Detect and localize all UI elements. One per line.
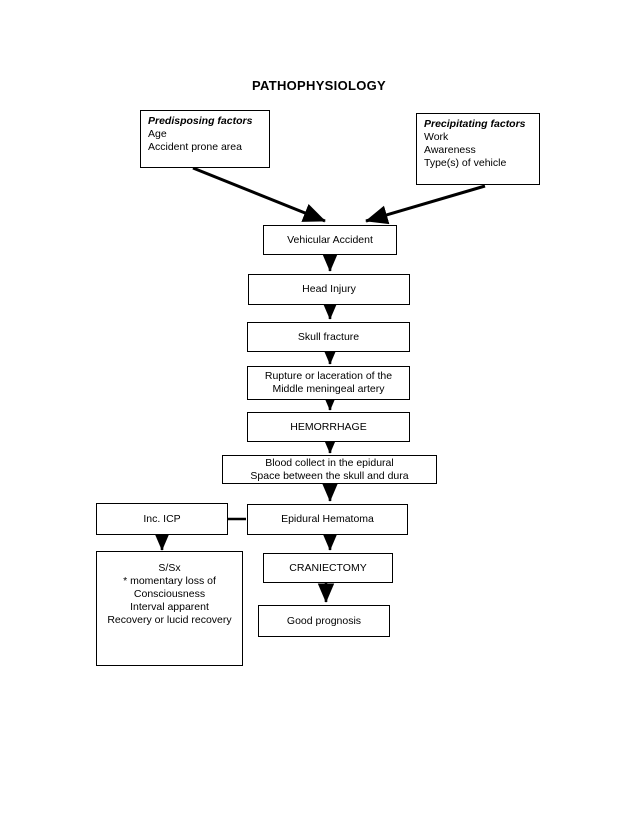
blood-collect-line-2: Space between the skull and dura — [250, 469, 409, 482]
node-inc-icp: Inc. ICP — [96, 503, 228, 535]
inc-icp-label: Inc. ICP — [143, 512, 181, 525]
rupture-line-2: Middle meningeal artery — [272, 383, 385, 395]
hemorrhage-label: HEMORRHAGE — [290, 420, 367, 433]
ssx-line-5: Recovery or lucid recovery — [107, 614, 232, 626]
node-hemorrhage: HEMORRHAGE — [247, 412, 410, 442]
edge-precipitating-to-accident — [365, 184, 486, 225]
ssx-line-3: Consciousness — [133, 588, 206, 600]
node-good-prognosis: Good prognosis — [258, 605, 390, 637]
predisposing-line-1: Age — [148, 128, 167, 140]
vehicular-accident-label: Vehicular Accident — [287, 233, 373, 246]
node-rupture-laceration: Rupture or laceration of the Middle meni… — [247, 366, 410, 400]
rupture-line-1: Rupture or laceration of the — [264, 370, 393, 382]
node-craniectomy: CRANIECTOMY — [263, 553, 393, 583]
node-epidural-hematoma: Epidural Hematoma — [247, 504, 408, 535]
precipitating-line-1: Work — [424, 131, 449, 143]
rupture-text: Rupture or laceration of the Middle meni… — [265, 370, 392, 396]
skull-fracture-label: Skull fracture — [297, 330, 360, 343]
node-precipitating-factors: Precipitating factors Work Awareness Typ… — [416, 113, 540, 185]
head-injury-label: Head Injury — [302, 283, 356, 295]
predisposing-line-2: Accident prone area — [148, 141, 242, 153]
node-ssx: S/Sx * momentary loss of Consciousness I… — [96, 551, 243, 666]
craniectomy-label: CRANIECTOMY — [289, 561, 367, 574]
ssx-line-1: S/Sx — [158, 562, 181, 574]
node-head-injury: Head Injury — [248, 274, 410, 305]
node-predisposing-factors: Predisposing factors Age Accident prone … — [140, 110, 270, 168]
ssx-line-2: * momentary loss of — [123, 575, 216, 587]
node-vehicular-accident: Vehicular Accident — [263, 225, 397, 255]
edge-predisposing-to-accident — [192, 166, 326, 223]
precipitating-line-2: Awareness — [424, 144, 476, 156]
precipitating-line-3: Type(s) of vehicle — [424, 157, 507, 169]
node-skull-fracture: Skull fracture — [247, 322, 410, 352]
predisposing-heading: Predisposing factors — [148, 115, 253, 127]
good-prognosis-label: Good prognosis — [286, 614, 362, 627]
ssx-line-4: Interval apparent — [130, 601, 209, 613]
page-title: PATHOPHYSIOLOGY — [251, 78, 387, 93]
precipitating-heading: Precipitating factors — [424, 118, 526, 130]
epidural-hematoma-label: Epidural Hematoma — [281, 513, 374, 525]
node-blood-collect: Blood collect in the epidural Space betw… — [222, 455, 437, 484]
blood-collect-line-1: Blood collect in the epidural — [265, 456, 394, 469]
blood-collect-text: Blood collect in the epidural Space betw… — [250, 457, 408, 483]
